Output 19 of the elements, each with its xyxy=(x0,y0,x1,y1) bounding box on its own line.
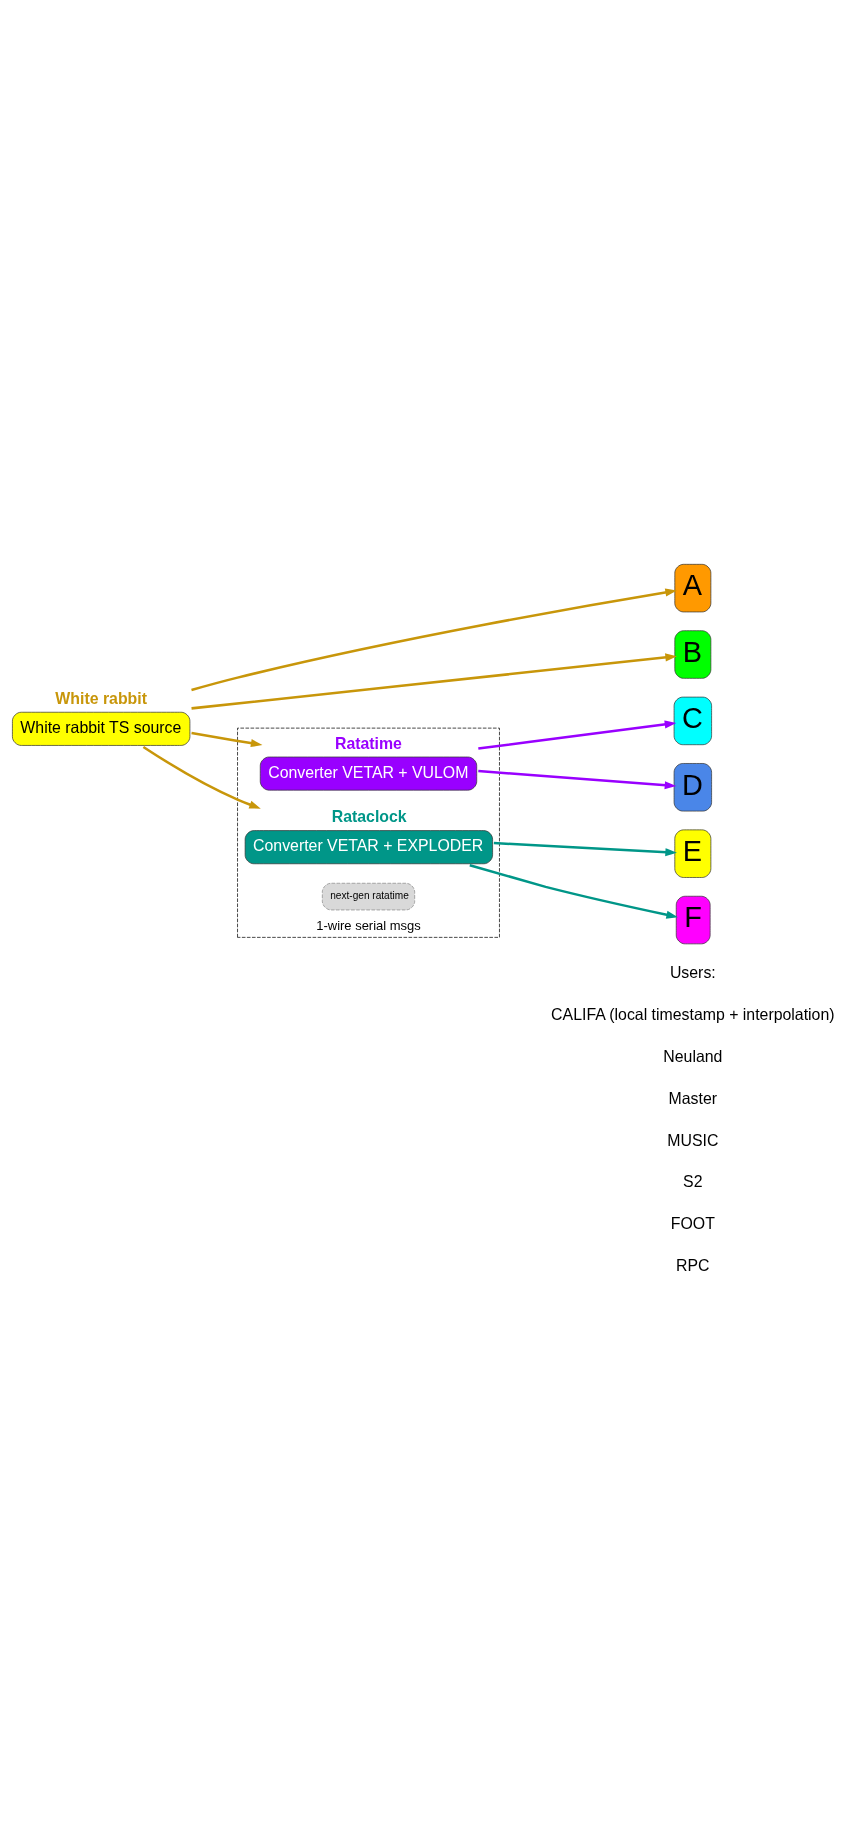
arrow xyxy=(493,841,677,856)
label: RPC xyxy=(676,1256,710,1274)
label: MUSIC xyxy=(667,1131,719,1149)
arrow xyxy=(191,587,677,691)
arrow xyxy=(142,745,261,809)
arrow xyxy=(478,769,677,789)
arrow xyxy=(191,731,263,747)
label: Users: xyxy=(669,963,716,981)
arrow xyxy=(478,719,677,750)
label: S2 xyxy=(683,1172,703,1190)
node-label: Ratatime xyxy=(334,734,402,752)
label: Master xyxy=(668,1089,718,1107)
node-label: White rabbit xyxy=(55,689,147,707)
arrow xyxy=(469,863,678,919)
node-label: Rataclock xyxy=(331,807,407,825)
label: Neuland xyxy=(663,1047,723,1065)
label: CALIFA (local timestamp + interpolation) xyxy=(551,1005,835,1023)
label: FOOT xyxy=(670,1214,715,1232)
arrow xyxy=(191,652,677,710)
